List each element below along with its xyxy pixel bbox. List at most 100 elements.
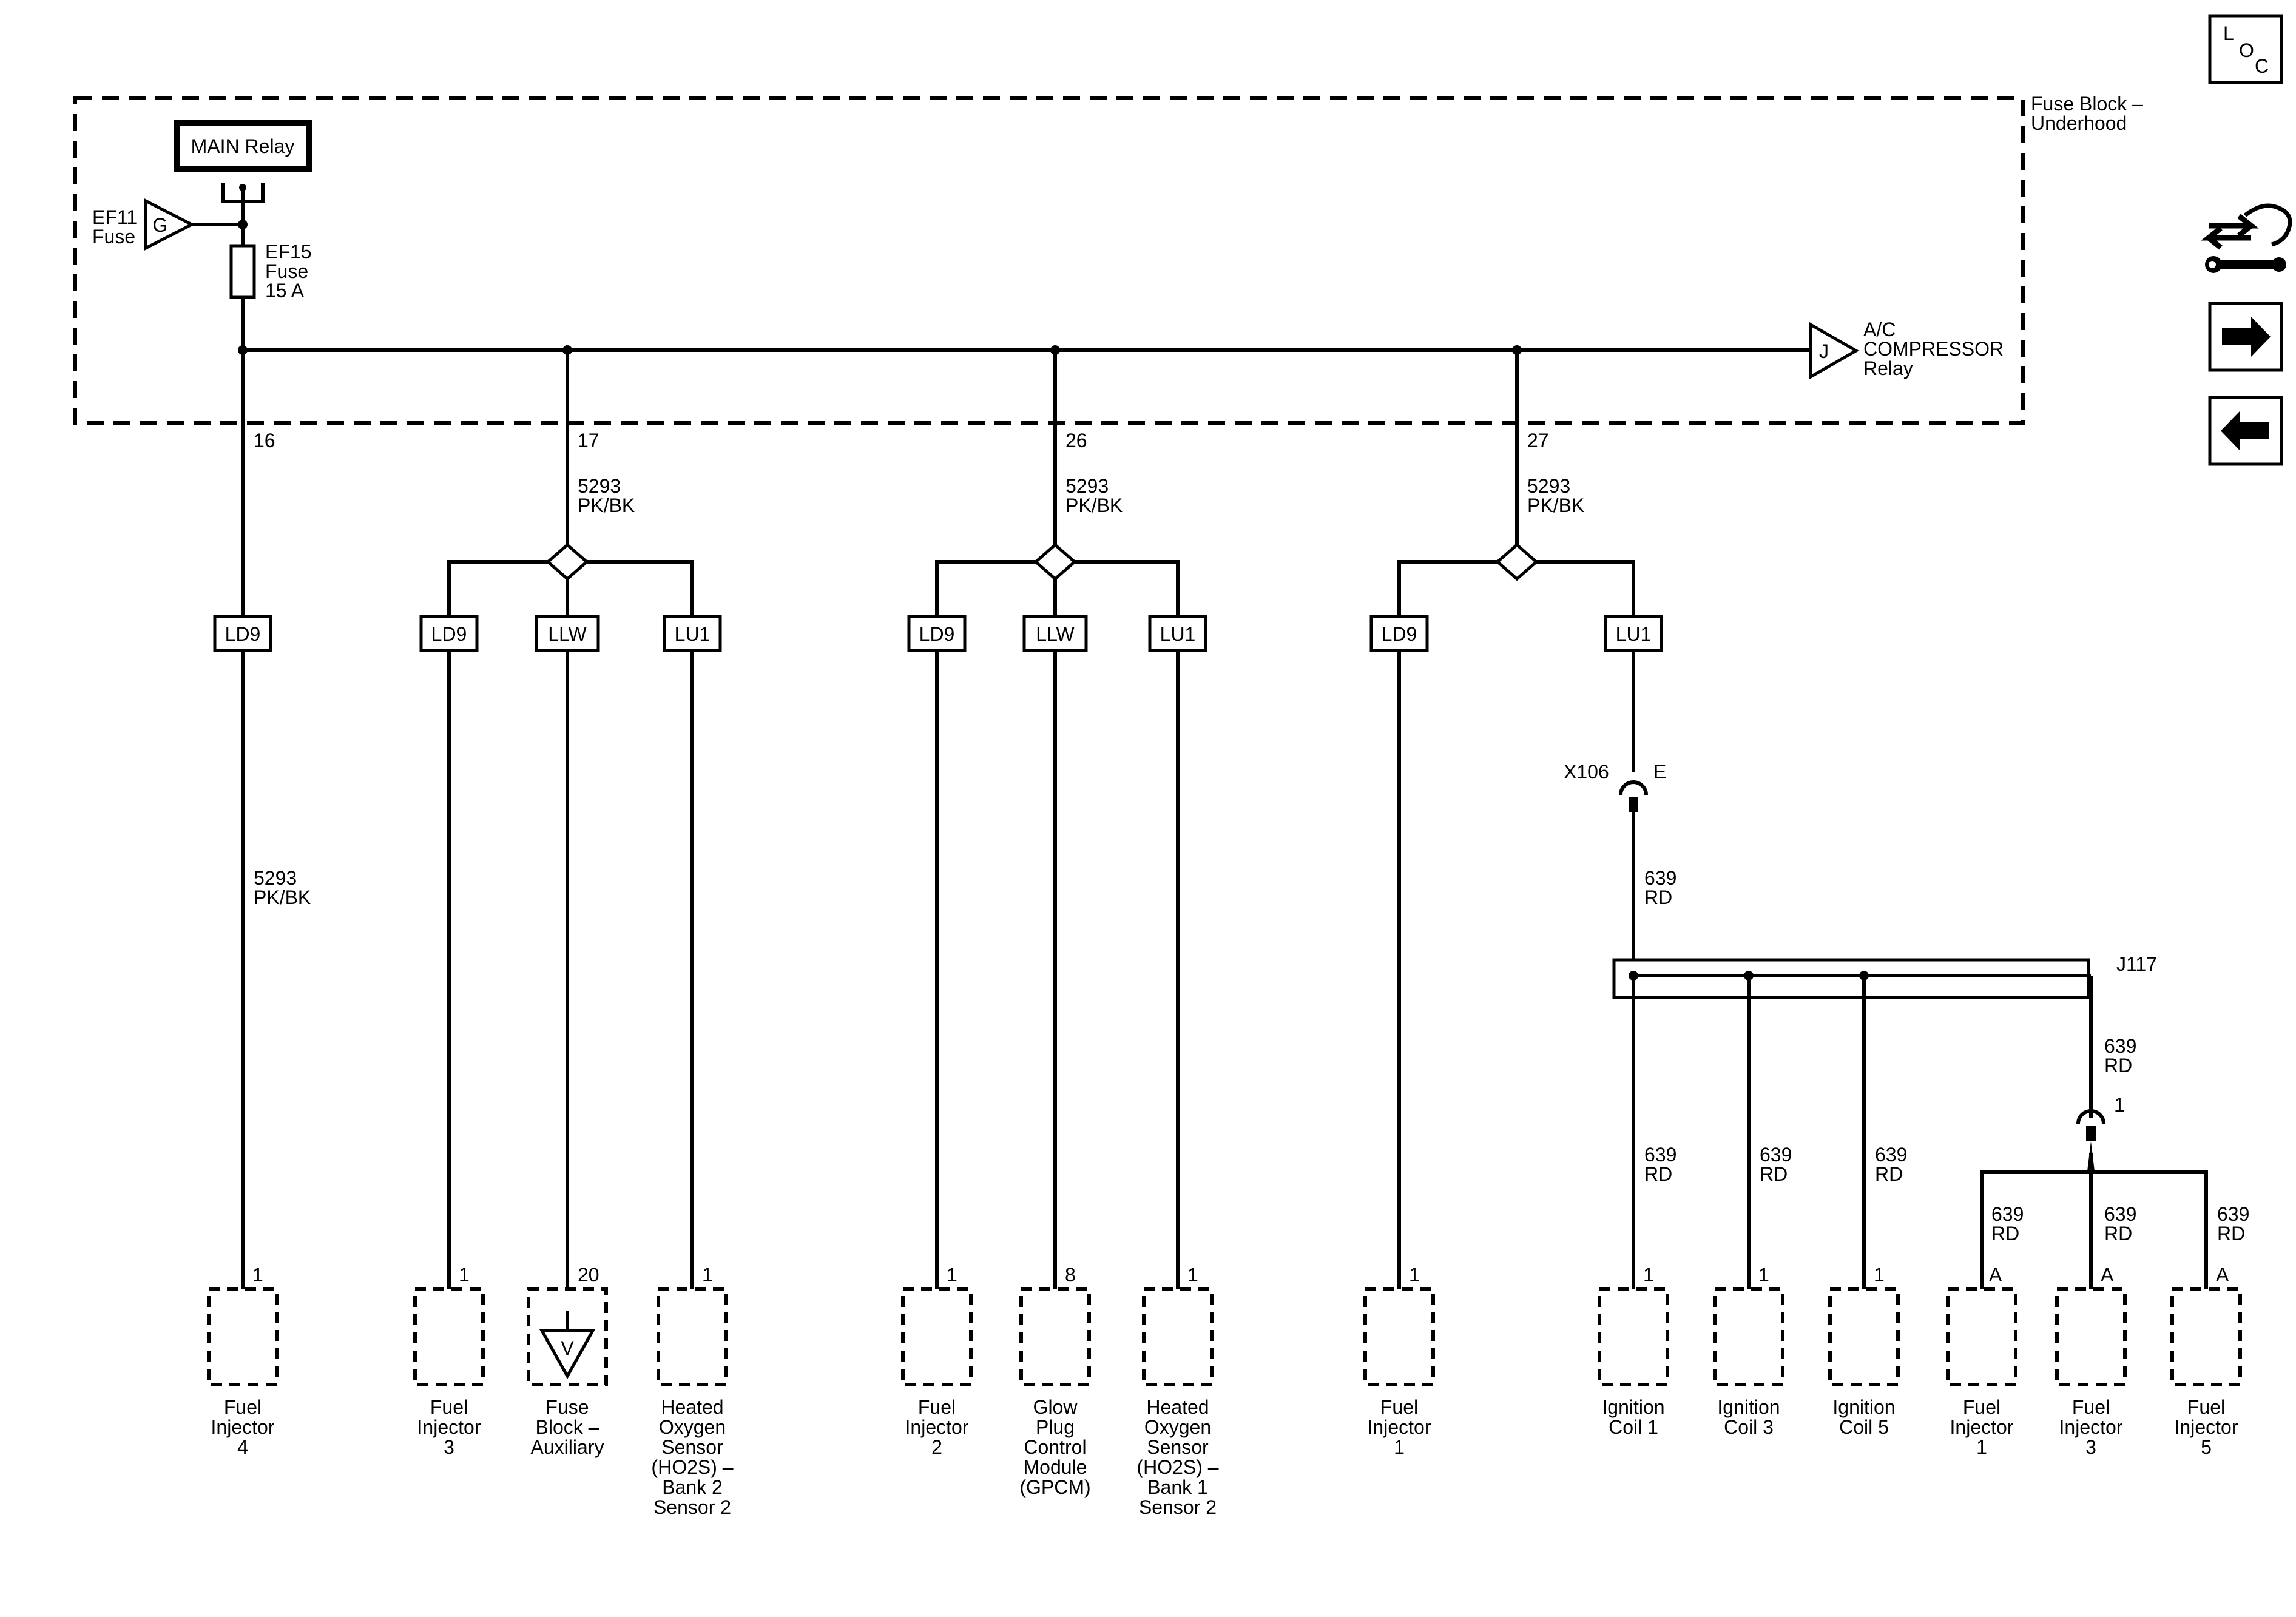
wire-17-color: PK/BK	[578, 495, 635, 516]
component-label-ho2s-b2-line-4: (HO2S) –	[651, 1456, 733, 1478]
pin-27-label: 27	[1527, 430, 1549, 451]
component-ho2s-bank2-sensor2[interactable]	[657, 1287, 728, 1386]
wire-ic5-circuit: 639	[1875, 1144, 1907, 1166]
splice-diamond-26	[1033, 542, 1077, 581]
connector-1-female[interactable]	[2076, 1109, 2105, 1124]
component-ignition-coil-1[interactable]	[1598, 1287, 1669, 1386]
option-lu1-17-label: LU1	[675, 623, 711, 645]
ef11-fuse-connector[interactable]	[144, 198, 195, 251]
component-label-fi2-line-1: Fuel	[918, 1396, 956, 1418]
x106-connector-female[interactable]	[1619, 780, 1648, 795]
wire-ic1-color: RD	[1644, 1163, 1672, 1185]
ef11-pin-label: G	[153, 214, 168, 236]
option-lu1-26-label: LU1	[1160, 623, 1196, 645]
j117-splice-pack[interactable]	[1612, 958, 2090, 999]
component-label-fba-line-3: Auxiliary	[531, 1436, 604, 1458]
wire-j117-out-circuit: 639	[2104, 1035, 2136, 1057]
component-label-fi2-line-2: Injector	[905, 1416, 969, 1438]
component-label-gpcm-line-5: (GPCM)	[1019, 1476, 1090, 1498]
loc-letter-c: C	[2255, 55, 2269, 77]
component-label-gpcm-line-2: Plug	[1036, 1416, 1075, 1438]
component-gpcm[interactable]	[1019, 1287, 1091, 1386]
wire-27-color: PK/BK	[1527, 495, 1584, 516]
component-fuel-injector-1b[interactable]	[1946, 1287, 2017, 1386]
component-label-ho2s-b2-line-6: Sensor 2	[653, 1496, 731, 1518]
connector-wrench-icon[interactable]	[2201, 203, 2292, 273]
relay-contact-dot	[239, 184, 246, 191]
splice-diamond-27	[1495, 542, 1539, 581]
option-ld9-27: LD9	[1369, 615, 1429, 652]
x106-pin-label: E	[1653, 761, 1666, 783]
component-label-ic5-line-2: Coil 5	[1839, 1416, 1889, 1438]
next-page-button[interactable]	[2208, 302, 2283, 372]
option-llw-17: LLW	[535, 615, 600, 652]
pin-17-label: 17	[578, 430, 599, 451]
component-label-ic1-line-1: Ignition	[1602, 1396, 1664, 1418]
loc-letter-l: L	[2223, 22, 2234, 44]
component-fuel-injector-1a[interactable]	[1363, 1287, 1435, 1386]
component-ho2s-bank1-sensor2[interactable]	[1142, 1287, 1214, 1386]
component-label-fi5-line-2: Injector	[2175, 1416, 2238, 1438]
previous-page-button[interactable]	[2208, 396, 2283, 466]
component-fuel-injector-4[interactable]	[207, 1287, 279, 1386]
component-label-fi1b-line-3: 1	[1976, 1436, 1987, 1458]
x106-connector-male[interactable]	[1629, 797, 1638, 812]
loc-letter-o: O	[2239, 39, 2254, 61]
component-fuse-block-auxiliary[interactable]: V	[527, 1287, 608, 1386]
wire-16-color: PK/BK	[254, 886, 311, 908]
component-label-fi3a-line-1: Fuel	[430, 1396, 468, 1418]
fuse-block-auxiliary-pin-letter: V	[561, 1337, 574, 1359]
component-ignition-coil-3[interactable]	[1713, 1287, 1784, 1386]
pin-ignition-coil-3: 1	[1758, 1264, 1769, 1286]
component-label-ho2s-b1-line-4: (HO2S) –	[1136, 1456, 1218, 1478]
component-ignition-coil-5[interactable]	[1828, 1287, 1900, 1386]
arrow-right-icon	[2222, 317, 2271, 357]
component-label-ic1-line-2: Coil 1	[1609, 1416, 1658, 1438]
pin-fuel-injector-1b: A	[1989, 1264, 2002, 1286]
pin-16-label: 16	[254, 430, 275, 451]
component-label-gpcm-line-4: Module	[1024, 1456, 1087, 1478]
ac-compressor-relay-connector[interactable]	[1809, 322, 1860, 380]
component-label-ic3-line-2: Coil 3	[1724, 1416, 1774, 1438]
component-label-fi1a-line-3: 1	[1394, 1436, 1405, 1458]
component-label-fi3b-line-3: 3	[2085, 1436, 2096, 1458]
wire-fi5-color: RD	[2217, 1223, 2245, 1244]
pin-fuel-injector-3b: A	[2101, 1264, 2114, 1286]
component-label-fi1b-line-1: Fuel	[1963, 1396, 2001, 1418]
ac-label-3: Relay	[1863, 357, 1913, 379]
component-label-fi1b-line-2: Injector	[1950, 1416, 2014, 1438]
component-label-fi4-line-1: Fuel	[224, 1396, 262, 1418]
component-label-gpcm-line-1: Glow	[1033, 1396, 1078, 1418]
pin-ignition-coil-1: 1	[1643, 1264, 1654, 1286]
main-relay[interactable]: MAIN Relay	[174, 120, 312, 172]
fuse-block-title-1: Fuse Block –	[2031, 93, 2143, 115]
component-label-fi1a-line-2: Injector	[1368, 1416, 1431, 1438]
component-fuel-injector-3a[interactable]	[413, 1287, 485, 1386]
pin-fuel-injector-3a: 1	[459, 1264, 470, 1286]
wire-26-color: PK/BK	[1065, 495, 1123, 516]
wire-fi3b-circuit: 639	[2104, 1203, 2136, 1225]
wire-ic1-circuit: 639	[1644, 1144, 1676, 1166]
wire-ic5-color: RD	[1875, 1163, 1903, 1185]
option-lu1-27: LU1	[1604, 615, 1663, 652]
ef15-label-1: EF15	[265, 241, 311, 263]
wire-x106-circuit: 639	[1644, 867, 1676, 889]
component-label-ho2s-b1-line-6: Sensor 2	[1139, 1496, 1217, 1518]
connector-1-male[interactable]	[2086, 1126, 2096, 1141]
wire-fi1b-circuit: 639	[1991, 1203, 2024, 1225]
component-fuel-injector-3b[interactable]	[2055, 1287, 2127, 1386]
component-label-fi5-line-3: 5	[2201, 1436, 2212, 1458]
option-lu1-27-label: LU1	[1616, 623, 1652, 645]
component-label-fi4-line-2: Injector	[211, 1416, 275, 1438]
component-label-gpcm-line-3: Control	[1024, 1436, 1086, 1458]
ef15-fuse[interactable]	[229, 244, 256, 299]
component-fuel-injector-5[interactable]	[2170, 1287, 2242, 1386]
component-label-ho2s-b1-line-1: Heated	[1146, 1396, 1209, 1418]
pin-26-label: 26	[1065, 430, 1087, 451]
component-fuel-injector-2[interactable]	[901, 1287, 973, 1386]
pin-fuel-injector-2: 1	[947, 1264, 957, 1286]
splice-diamond-17	[545, 542, 589, 581]
loc-button[interactable]: L O C	[2208, 14, 2283, 84]
